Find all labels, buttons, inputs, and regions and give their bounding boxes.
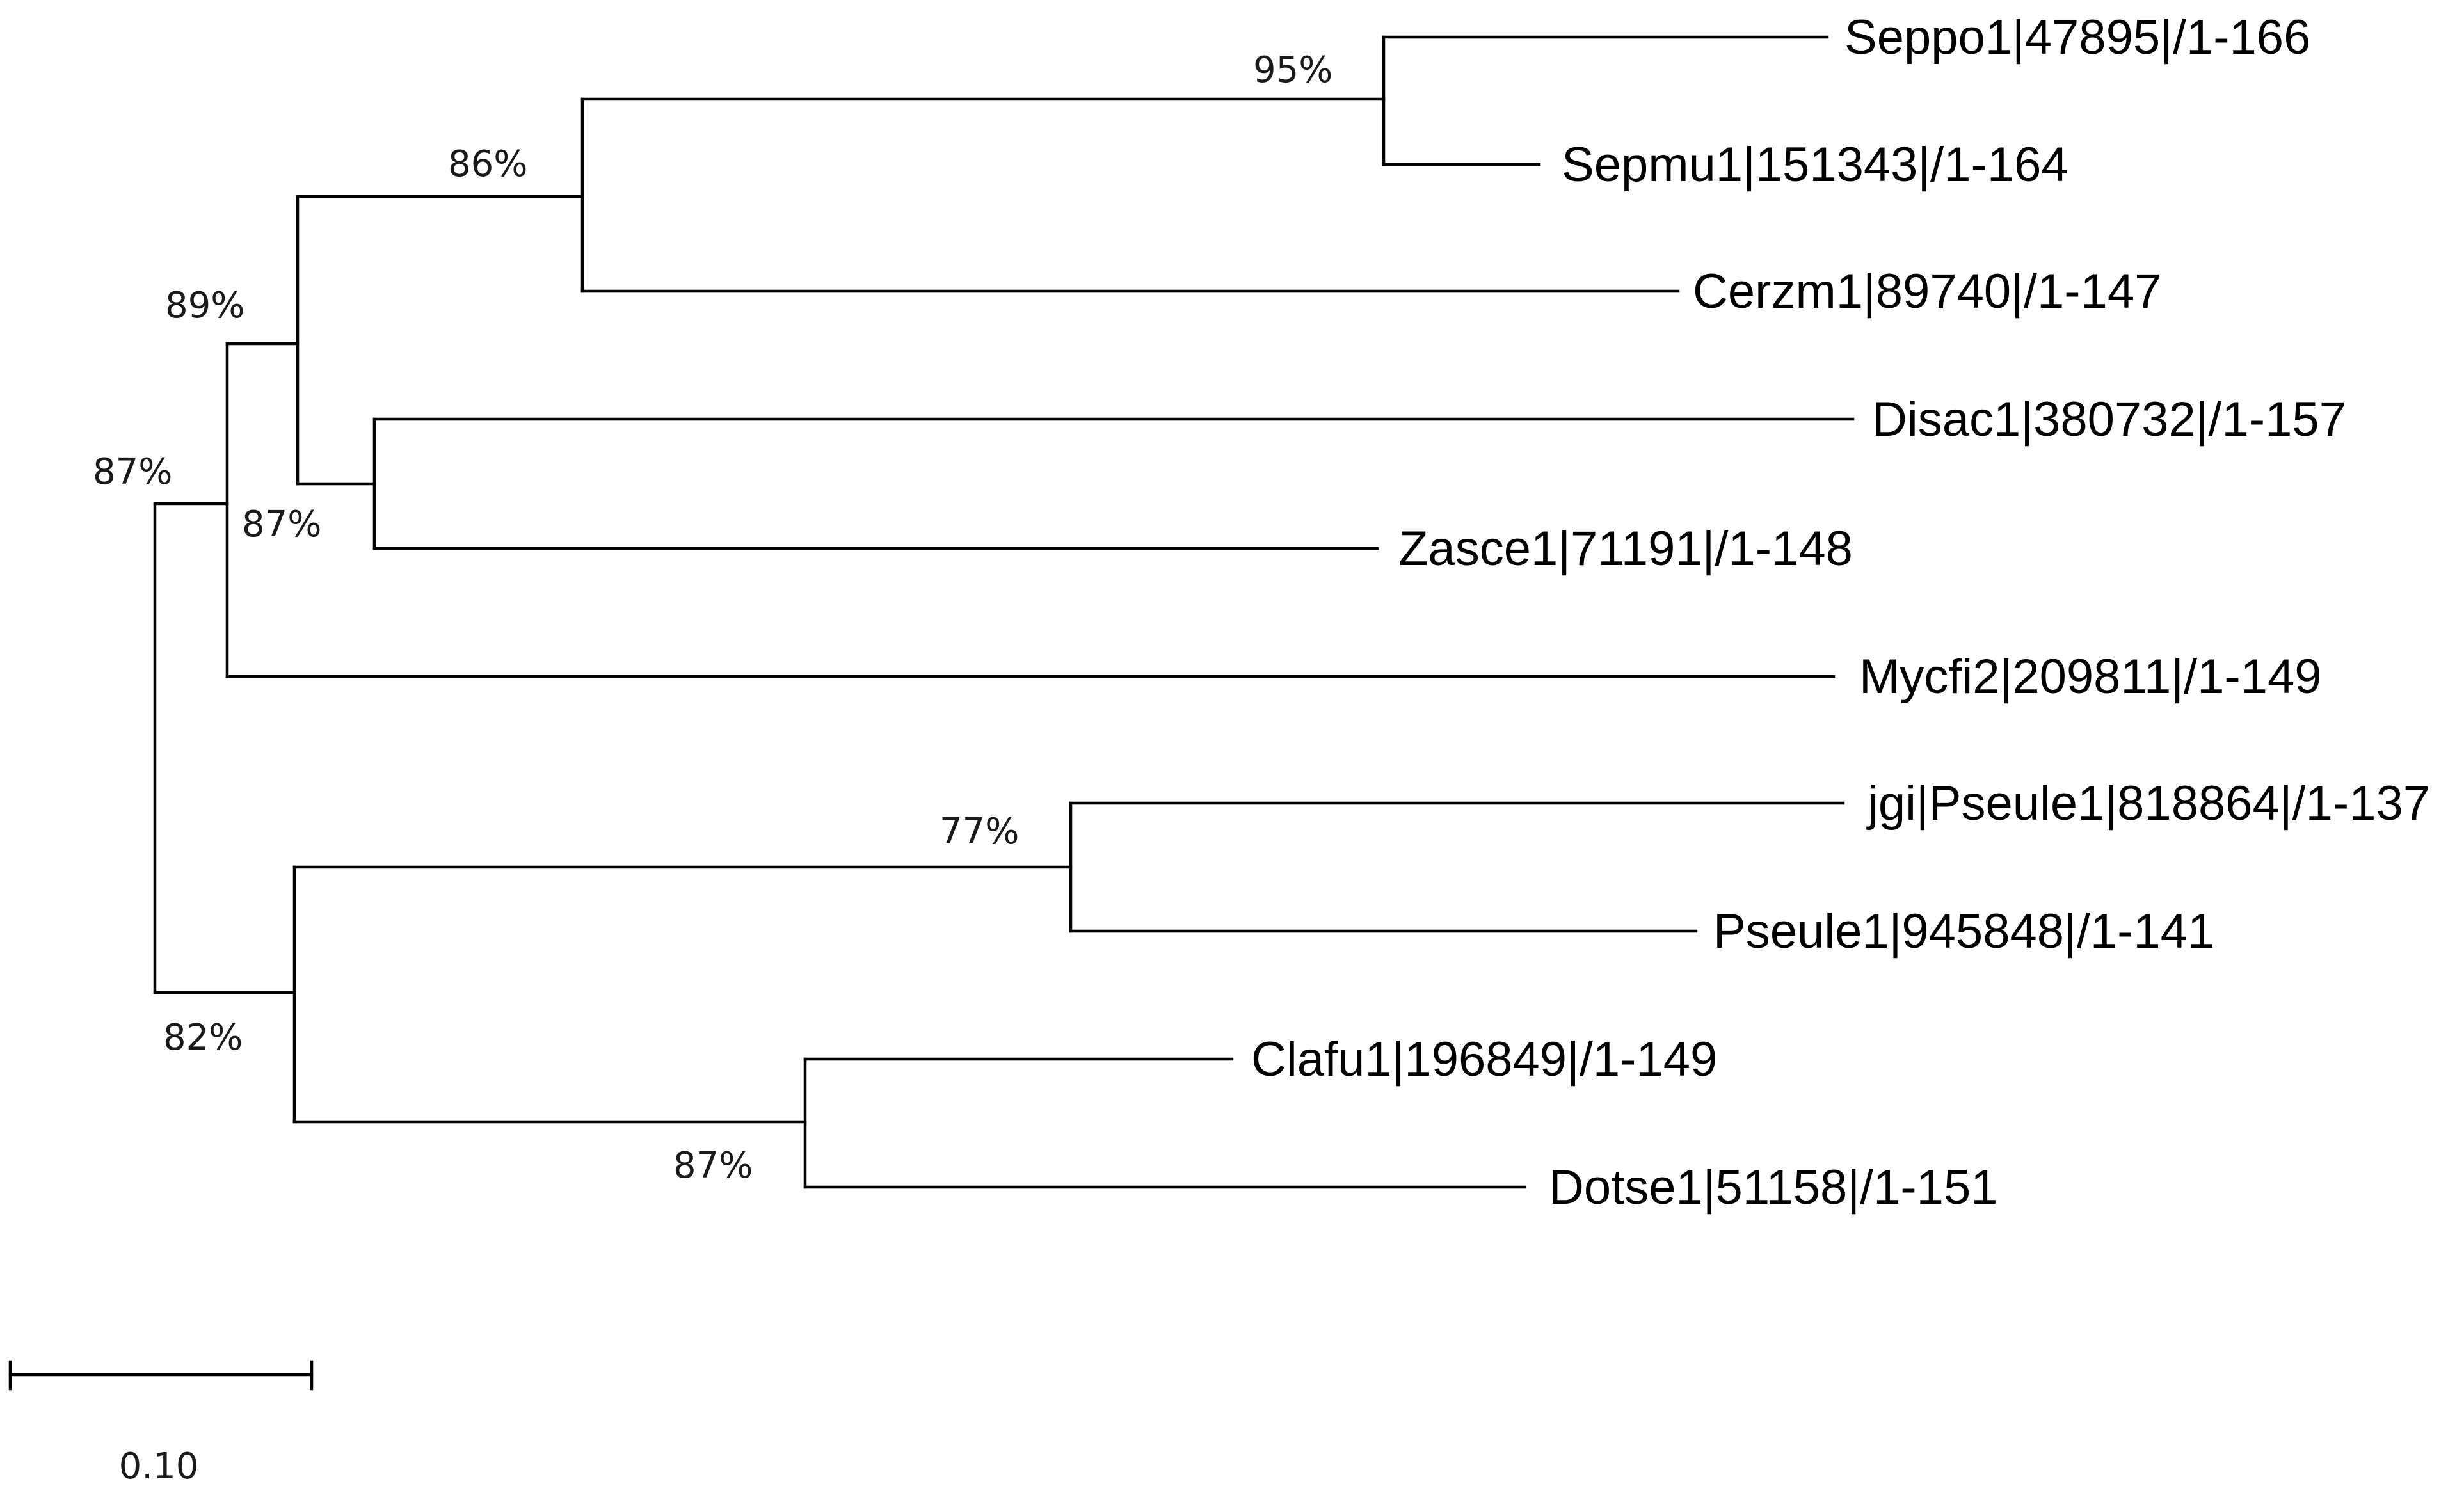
taxon-label-clafu1: Clafu1|196849|/1-149	[1251, 1032, 1717, 1087]
taxon-label-mycfi2: Mycfi2|209811|/1-149	[1859, 650, 2322, 704]
taxon-label-sepmu1: Sepmu1|151343|/1-164	[1562, 138, 2068, 192]
taxon-label-disac1: Disac1|380732|/1-157	[1872, 392, 2346, 447]
support-disac-zasce: 87%	[242, 504, 321, 545]
support-labels: 95% 86% 89% 87% 87% 77% 82% 87%	[93, 49, 1332, 1186]
taxon-label-seppo1: Seppo1|47895|/1-166	[1844, 10, 2310, 65]
taxon-label-dotse1: Dotse1|51158|/1-151	[1549, 1160, 1997, 1215]
support-seppo-cerzm: 86%	[448, 143, 527, 185]
tree-branches	[153, 35, 1855, 1189]
support-upper-clade: 89%	[165, 285, 244, 326]
support-pseule-pair: 77%	[940, 811, 1019, 852]
support-root-upper: 87%	[93, 451, 172, 493]
taxon-label-jgi-pseule1: jgi|Pseule1|818864|/1-137	[1866, 776, 2430, 831]
taxon-labels: Seppo1|47895|/1-166 Sepmu1|151343|/1-164…	[1251, 10, 2430, 1215]
taxon-label-zasce1: Zasce1|71191|/1-148	[1398, 522, 1853, 576]
scale-bar-label: 0.10	[119, 1446, 199, 1487]
taxon-label-cerzm1: Cerzm1|89740|/1-147	[1693, 264, 2161, 319]
support-lower-clade: 82%	[163, 1017, 243, 1058]
support-seppo-sepmu: 95%	[1253, 49, 1332, 91]
scale-bar: 0.10	[8, 1360, 314, 1487]
taxon-label-pseule1: Pseule1|945848|/1-141	[1713, 904, 2214, 959]
support-clafu-dotse: 87%	[673, 1145, 753, 1186]
